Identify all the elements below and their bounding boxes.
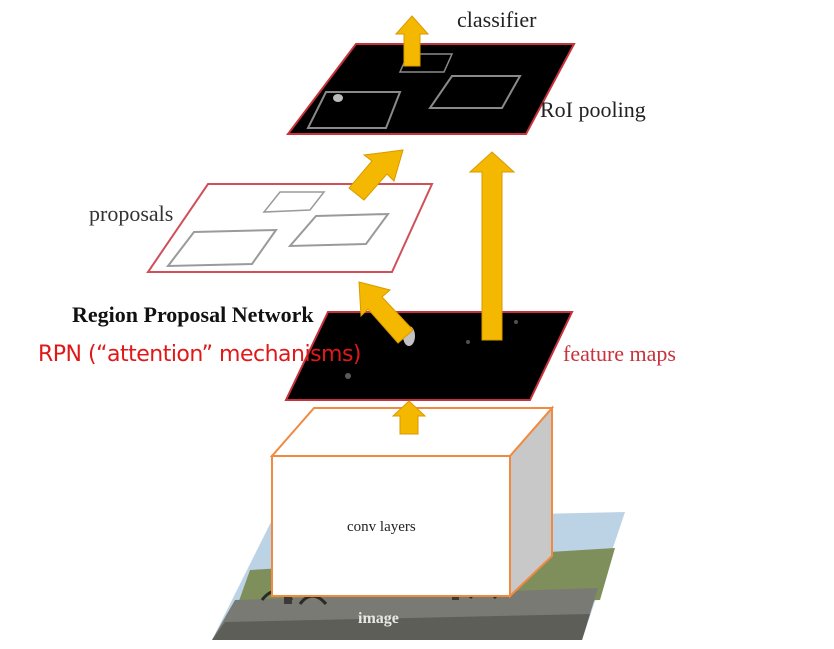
rpn-title-label: Region Proposal Network [72, 302, 314, 327]
roi-pooling-label: RoI pooling [540, 97, 646, 122]
image-label: image [358, 610, 399, 627]
arrow-feature-to-roi [468, 151, 516, 341]
conv-layers-label: conv layers [347, 519, 416, 535]
proposals-label: proposals [89, 201, 174, 226]
arrow-roi-to-classifier [394, 15, 430, 67]
rpn-attention-note: RPN (“attention” mechanisms) [38, 342, 362, 367]
classifier-label: classifier [457, 7, 537, 32]
roi-pooling-plane [285, 43, 576, 135]
conv-layers-box [269, 405, 555, 599]
proposals-plane [146, 183, 434, 273]
arrow-proposals-to-roi [348, 149, 404, 201]
arrow-feature-to-proposals [358, 281, 414, 344]
feature-maps-label: feature maps [563, 341, 676, 366]
arrow-conv-to-feature [391, 400, 427, 435]
